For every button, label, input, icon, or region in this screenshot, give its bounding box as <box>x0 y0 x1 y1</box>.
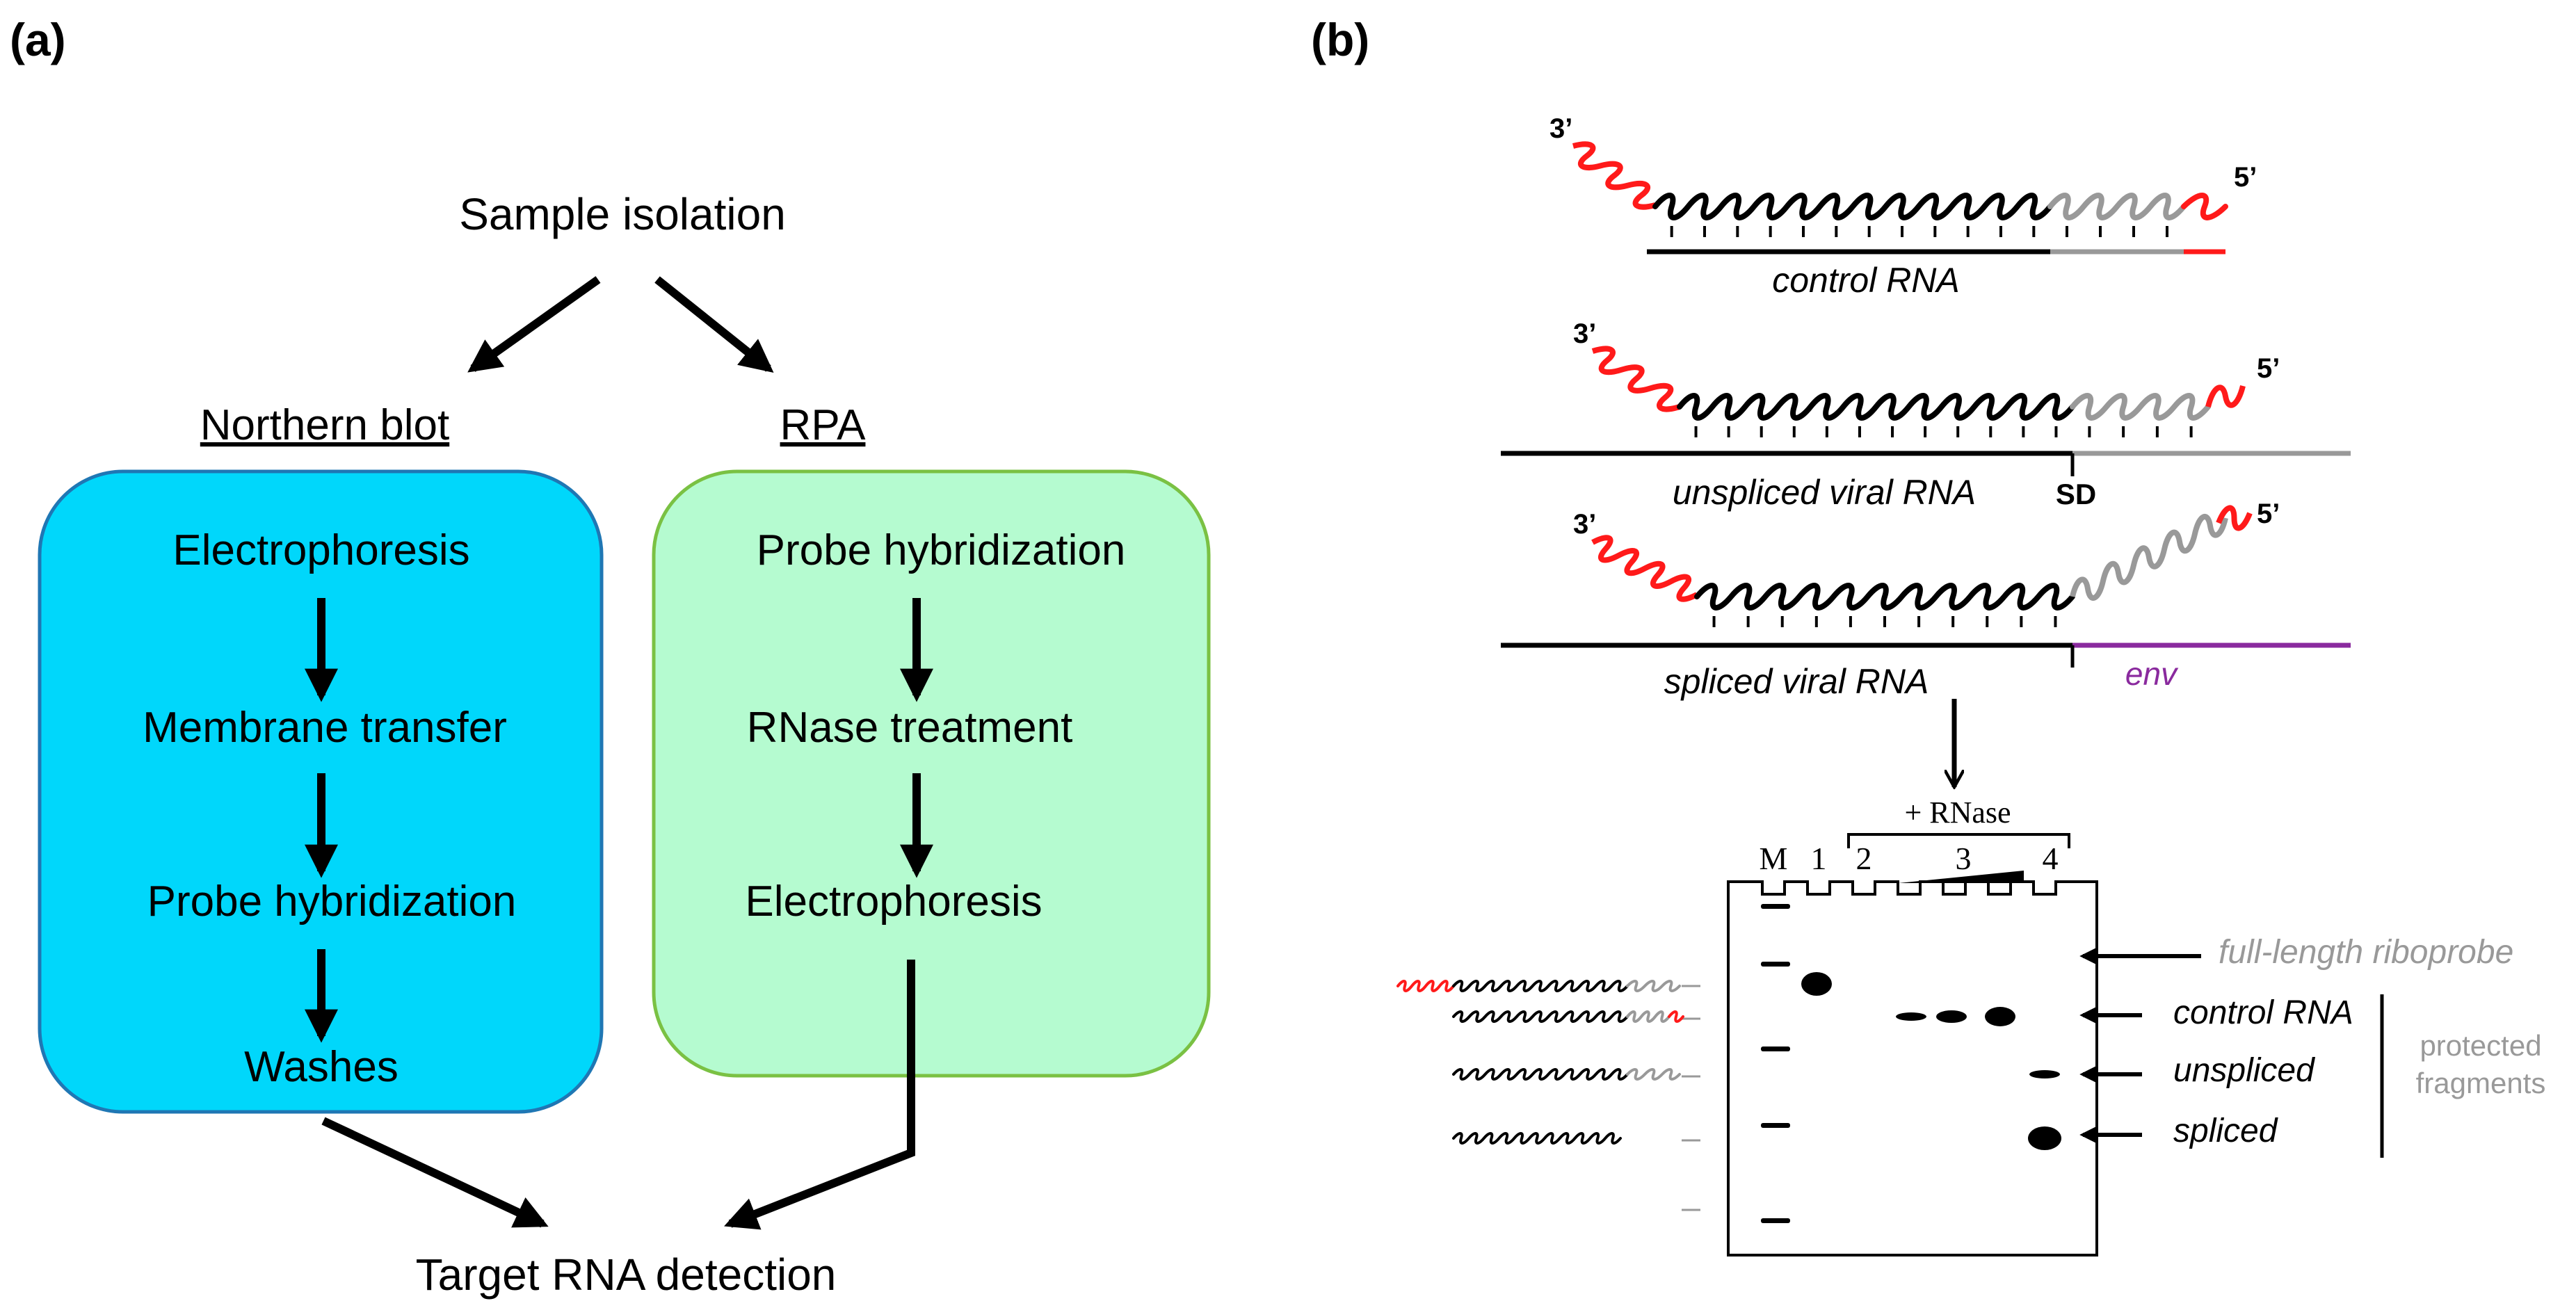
rpa-step-3: Electrophoresis <box>745 878 1042 926</box>
probe3-grey-tail <box>2070 514 2228 601</box>
ladder-band-1 <box>1761 904 1790 909</box>
probe2-red-tail-3prime <box>1591 346 1681 412</box>
panel-a-label: (a) <box>10 14 66 65</box>
arrow-rpa-to-detection <box>724 960 915 1230</box>
rpa-step-1: Probe hybridization <box>757 526 1126 574</box>
probe2-red-tail-5prime <box>2205 385 2246 408</box>
spliced-rna-label: spliced viral RNA <box>1664 662 1929 701</box>
probe3-black-wave <box>1694 583 2075 611</box>
ladder-band-3 <box>1761 1047 1790 1051</box>
unspliced-gel-label: unspliced <box>2173 1052 2315 1089</box>
northern-step-3: Probe hybridization <box>147 878 517 926</box>
gel-outline <box>1727 880 2098 1256</box>
lane-label-2: 2 <box>1856 841 1872 876</box>
control-rna-gel-label: control RNA <box>2173 994 2353 1031</box>
probe2-3prime: 3’ <box>1573 318 1596 349</box>
target-rna-detection-text: Target RNA detection <box>416 1250 837 1300</box>
probe1-3prime: 3’ <box>1549 113 1572 144</box>
fragment-control-black <box>1452 1010 1629 1023</box>
control-rna-label: control RNA <box>1772 261 1960 300</box>
probe3-3prime: 3’ <box>1573 509 1596 540</box>
probe1-red-wave-5prime <box>2181 193 2228 220</box>
band-lane4-unspliced <box>2029 1070 2060 1078</box>
protected-label: protected <box>2420 1029 2541 1062</box>
rnase-label: + RNase <box>1904 795 2011 830</box>
sample-isolation-text: Sample isolation <box>459 189 786 239</box>
sd-label: SD <box>2056 478 2096 510</box>
probe3-red-tail-5prime <box>2216 505 2253 531</box>
probe2-5prime: 5’ <box>2257 353 2280 384</box>
spliced-gel-label: spliced <box>2173 1113 2278 1149</box>
probe3-red-tail-3prime <box>1591 535 1698 602</box>
fragment-unspliced-grey <box>1626 1068 1681 1081</box>
ladder-band-5 <box>1761 1218 1790 1223</box>
band-lane4-spliced <box>2028 1126 2061 1150</box>
rpa-step-2: RNase treatment <box>747 704 1073 752</box>
northern-step-1: Electrophoresis <box>172 526 469 574</box>
rpa-title: RPA <box>780 401 867 449</box>
band-lane1-full-length <box>1801 972 1832 996</box>
fragments-label: fragments <box>2416 1067 2546 1099</box>
arrow-to-northern <box>467 276 601 373</box>
probe2-black-wave <box>1677 393 2075 421</box>
rnase-bracket <box>1847 833 2070 848</box>
fragment-spliced-black <box>1452 1132 1622 1145</box>
band-lane3b-control <box>1985 1007 2015 1026</box>
band-lane3-control <box>1936 1010 1967 1023</box>
unspliced-rna-label: unspliced viral RNA <box>1673 473 1976 512</box>
gel-fragment-icons <box>1396 980 1684 1145</box>
rna-diagrams <box>1572 141 2253 627</box>
lane-label-4: 4 <box>2043 841 2059 876</box>
probe1-red-tail-3prime <box>1572 141 1657 210</box>
probe1-5prime: 5’ <box>2234 162 2257 193</box>
ladder-band-4 <box>1761 1123 1790 1128</box>
rpa-box <box>652 469 1211 1078</box>
probe3-5prime: 5’ <box>2257 499 2280 529</box>
northern-step-4: Washes <box>244 1043 399 1091</box>
probe1-grey-wave <box>2047 193 2187 220</box>
northern-step-2: Membrane transfer <box>143 704 507 752</box>
arrow-northern-to-detection <box>321 1117 549 1228</box>
full-length-riboprobe-label: full-length riboprobe <box>2219 934 2513 971</box>
fragment-unspliced-black <box>1452 1068 1629 1081</box>
lane-label-1: 1 <box>1811 841 1827 876</box>
probe1-black-wave <box>1652 193 2053 220</box>
fragment-full-grey <box>1626 980 1681 992</box>
lane-label-m: M <box>1760 841 1788 876</box>
probe2-grey-wave <box>2070 393 2211 421</box>
northern-blot-title: Northern blot <box>200 401 449 449</box>
env-label: env <box>2125 656 2179 692</box>
rnase-gradient-wedge <box>1899 871 2024 883</box>
band-lane2-control <box>1896 1012 1926 1021</box>
fragment-control-red <box>1668 1010 1684 1023</box>
lane-label-3: 3 <box>1956 841 1972 876</box>
ladder-band-2 <box>1761 962 1790 967</box>
arrow-to-rpa <box>654 276 774 373</box>
fragment-full-red <box>1396 980 1455 992</box>
panel-b-label: (b) <box>1311 14 1369 65</box>
fragment-control-grey <box>1626 1010 1671 1023</box>
fragment-full-black <box>1452 980 1629 992</box>
